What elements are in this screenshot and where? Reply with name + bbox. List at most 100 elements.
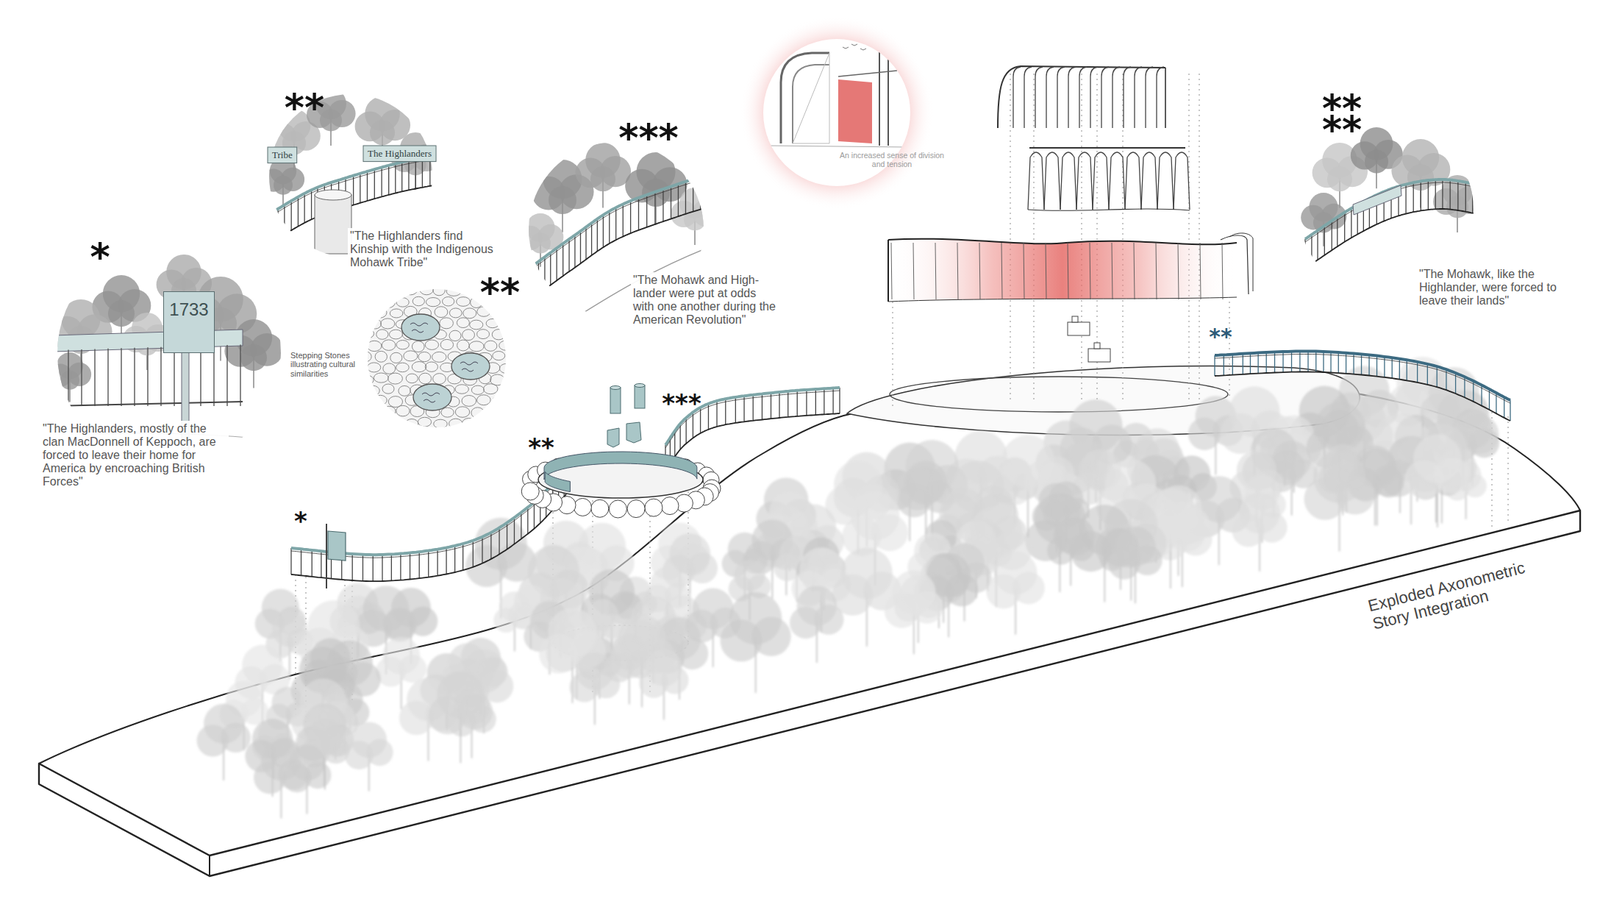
roof-rib xyxy=(1035,66,1043,128)
cobble xyxy=(491,329,506,340)
curtain-fold xyxy=(1067,242,1069,300)
drop-line xyxy=(1009,73,1011,401)
railing-post xyxy=(270,213,272,243)
railing-post xyxy=(445,547,447,574)
tree-crown xyxy=(273,175,293,195)
railing-post xyxy=(362,554,364,581)
ground-line xyxy=(768,145,909,148)
pavilion xyxy=(888,66,1253,362)
sign-panel: 1733 xyxy=(163,291,215,353)
walkway-deck xyxy=(291,494,567,581)
railing-post xyxy=(1480,185,1482,215)
stone-inscription xyxy=(410,322,428,333)
railing-post xyxy=(1311,234,1312,264)
cobble xyxy=(388,416,404,428)
railing-top xyxy=(1305,179,1482,239)
stepping-stone xyxy=(451,352,490,380)
cobble xyxy=(515,319,528,329)
tree-crown xyxy=(366,738,394,766)
railing-post xyxy=(147,347,148,406)
roof-rib xyxy=(1145,66,1153,128)
railing-post xyxy=(686,417,687,444)
tree-crown xyxy=(1166,512,1206,552)
roof-fin xyxy=(1173,152,1190,210)
cobble xyxy=(405,419,419,429)
tree-crown xyxy=(220,722,251,753)
railing-post xyxy=(787,391,789,417)
cobble xyxy=(432,351,447,362)
tree-crown xyxy=(457,693,494,730)
story-marker: ** xyxy=(1208,325,1232,348)
cobble xyxy=(449,308,462,318)
curtain-fold xyxy=(1023,242,1025,300)
cobble xyxy=(477,394,492,406)
arch xyxy=(780,52,830,144)
railing-post xyxy=(692,412,694,439)
tree-crown xyxy=(1446,196,1469,219)
cobble xyxy=(492,351,506,361)
banner xyxy=(607,427,620,448)
sign-number: 1733 xyxy=(168,299,210,320)
stone-inscription xyxy=(422,392,440,403)
railing-top-edge xyxy=(264,157,442,220)
cobble xyxy=(383,297,396,309)
railing-post xyxy=(743,395,745,422)
cobble xyxy=(367,407,381,419)
tree-crown xyxy=(1256,511,1288,543)
sign-text: Tribe xyxy=(272,149,293,162)
roof-fin xyxy=(1141,152,1158,210)
railing-post xyxy=(1427,180,1429,210)
cobble xyxy=(446,286,462,297)
cobble xyxy=(375,350,387,362)
cobble xyxy=(456,297,471,307)
railing-post xyxy=(415,159,417,189)
cobble xyxy=(373,372,389,383)
railing-top-edge xyxy=(533,172,725,269)
railing-post xyxy=(544,256,545,289)
bush xyxy=(661,497,679,515)
cobble xyxy=(455,384,469,394)
tree-crown xyxy=(60,370,80,390)
railing-post xyxy=(723,169,725,203)
pole xyxy=(887,40,889,146)
railing-post xyxy=(838,387,840,414)
railing-post xyxy=(380,166,382,197)
cobble xyxy=(514,363,528,374)
beam xyxy=(838,70,898,77)
cobble xyxy=(418,416,432,427)
railing-post xyxy=(400,553,401,581)
tree-crown xyxy=(1132,544,1163,575)
cobble xyxy=(396,405,410,417)
tree-crown xyxy=(1012,571,1045,604)
tree-crown xyxy=(277,758,309,789)
cobble xyxy=(514,406,530,417)
tree-crown xyxy=(813,604,845,635)
railing-post xyxy=(94,348,95,406)
cobble xyxy=(469,319,484,330)
railing-post xyxy=(54,350,56,406)
cobble xyxy=(499,340,513,350)
railing-post xyxy=(359,173,361,203)
bush xyxy=(521,482,539,500)
story-caption: "The Highlanders, mostly of the clan Mac… xyxy=(40,420,229,490)
railing-post xyxy=(692,179,694,212)
cobble xyxy=(505,328,520,339)
cobble xyxy=(373,394,387,405)
cobble xyxy=(486,318,500,328)
cobble xyxy=(463,308,477,319)
bush xyxy=(644,498,663,517)
railing-post xyxy=(574,235,575,268)
railing-post xyxy=(311,189,312,220)
cobble xyxy=(508,351,522,362)
railing-post xyxy=(263,216,265,247)
railing-top xyxy=(1214,351,1511,401)
flag-pole xyxy=(325,523,328,589)
story-marker: *** xyxy=(618,118,679,157)
railing-post xyxy=(1350,208,1352,238)
tree-crown xyxy=(661,666,689,694)
railing-post xyxy=(761,393,763,420)
drop-line xyxy=(1228,301,1230,398)
railing-post xyxy=(283,205,285,235)
cobble xyxy=(388,372,403,384)
railing-post xyxy=(714,172,716,206)
